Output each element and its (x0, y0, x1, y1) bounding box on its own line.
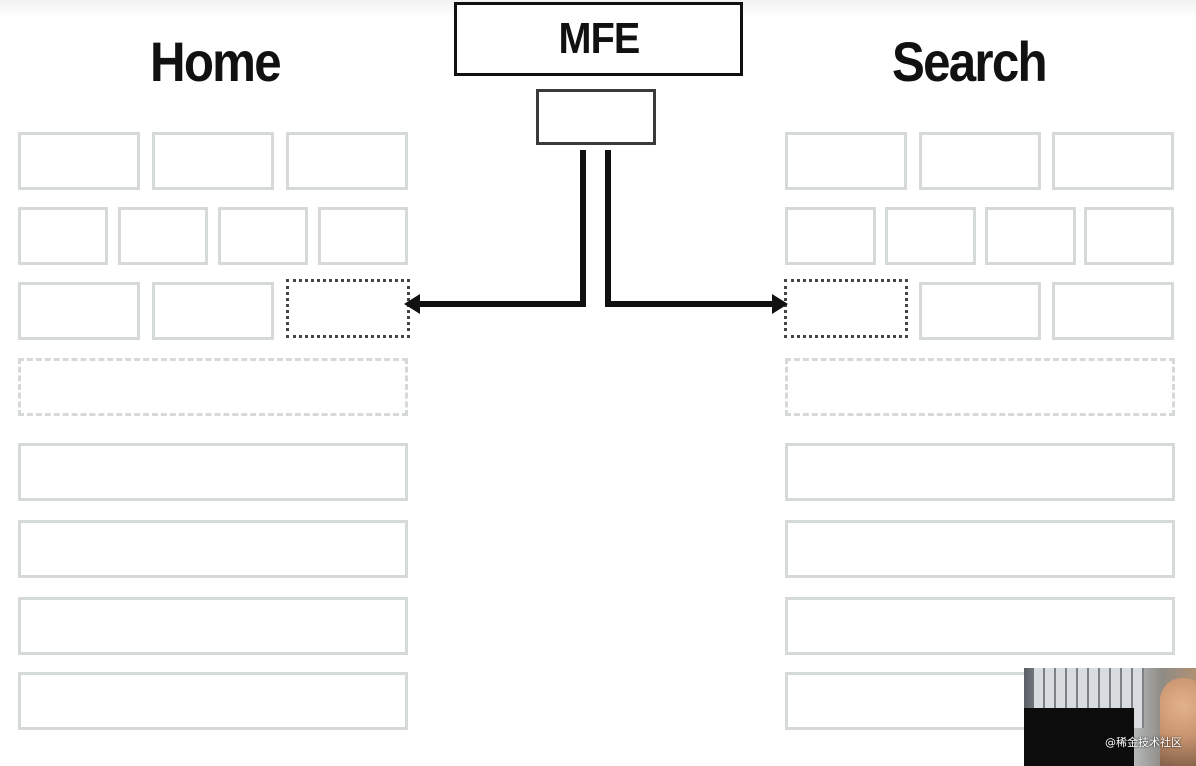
webcam-presenter (1160, 678, 1196, 766)
arrowhead-home (404, 294, 420, 314)
watermark-text: @稀金技术社区 (1105, 734, 1182, 750)
arrow-to-home (418, 150, 583, 304)
arrowhead-search (772, 294, 788, 314)
webcam-overlay: @稀金技术社区 (1024, 668, 1196, 766)
arrow-to-search (608, 150, 774, 304)
